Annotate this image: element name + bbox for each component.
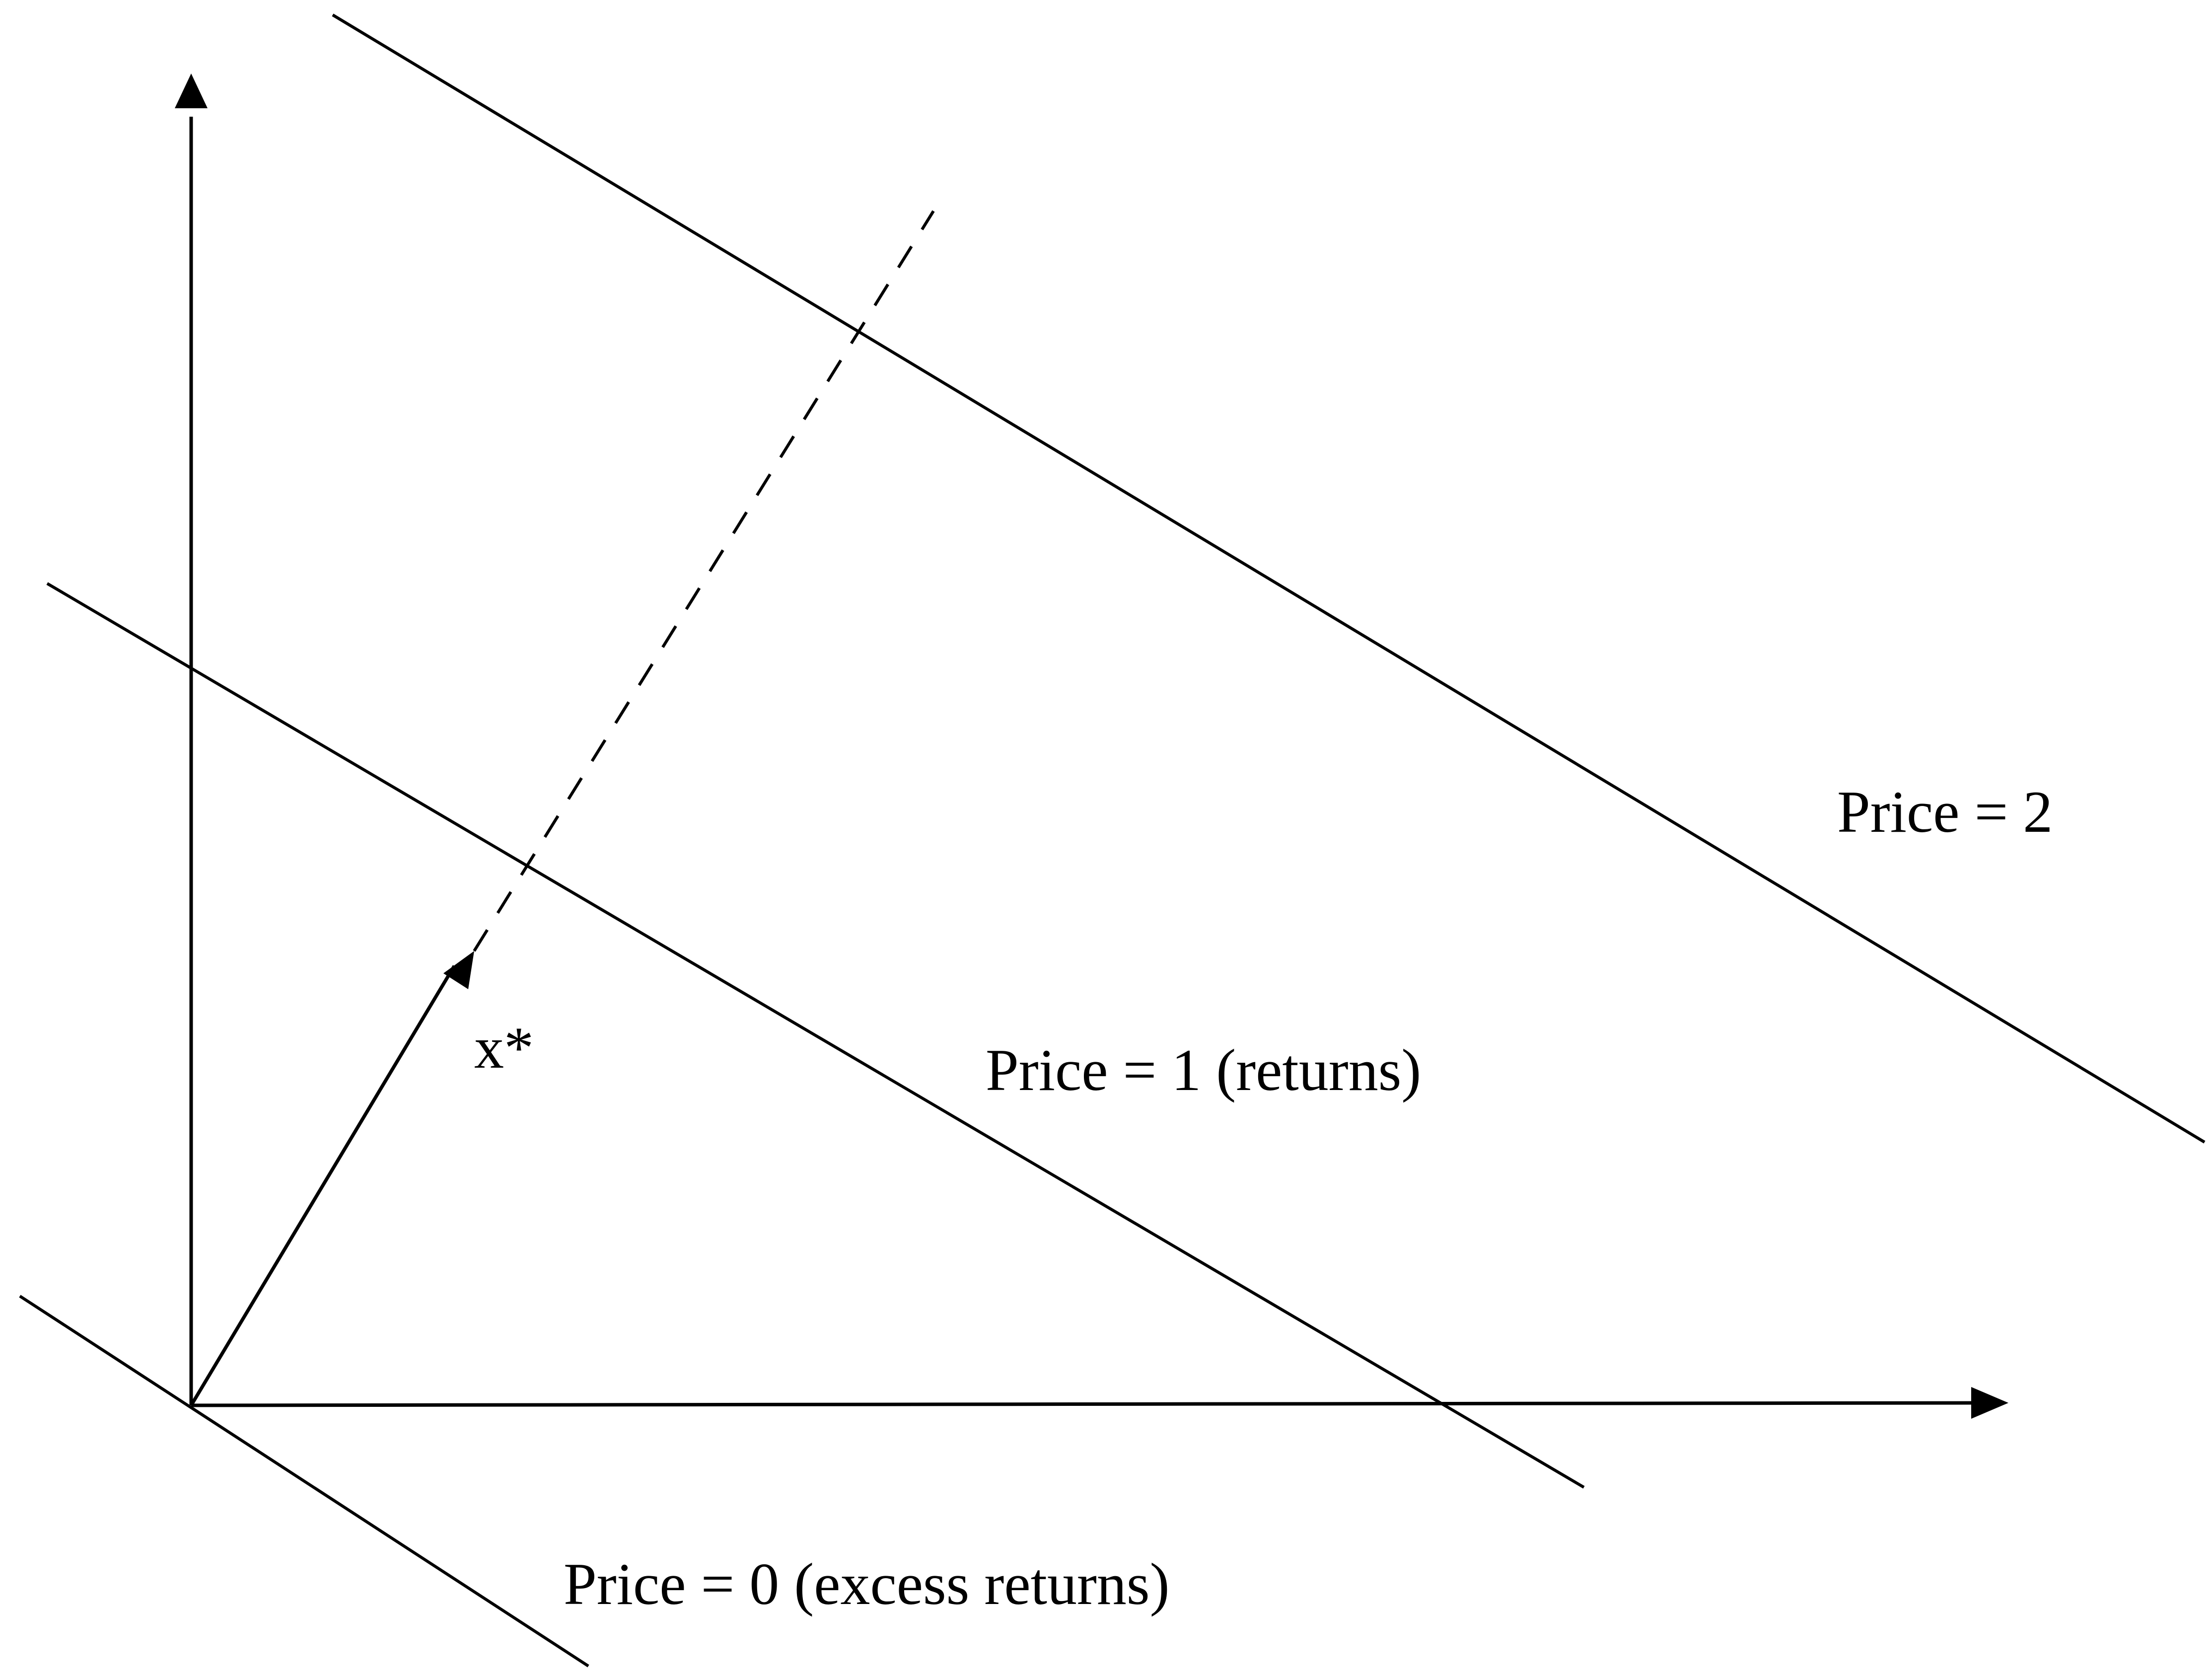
price-0-line [19,1295,589,1668]
x-star-arrowhead [443,951,474,989]
horizontal-axis-arrowhead [1971,1387,2008,1419]
vertical-axis-arrowhead [175,73,208,108]
horizontal-axis [191,1401,1982,1407]
x-star-vector [189,965,456,1406]
price-1-label: Price = 1 (returns) [986,1037,1421,1103]
price-1-line [46,582,1585,1489]
price-0-label: Price = 0 (excess returns) [564,1551,1170,1617]
x-star-dashed-extension [473,210,935,952]
x-star-label: x* [474,1015,534,1081]
price-2-label: Price = 2 [1837,779,2053,845]
price-2-line [332,13,2206,1144]
